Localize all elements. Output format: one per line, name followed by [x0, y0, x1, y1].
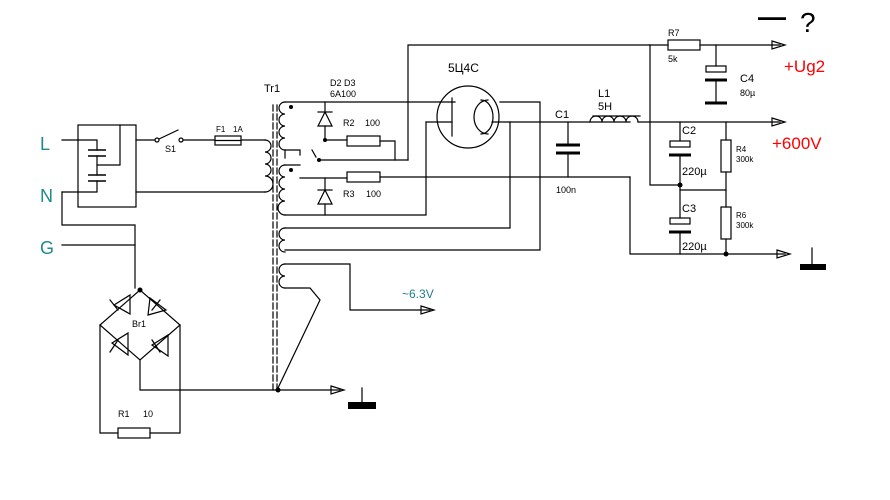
input-wiring: [61, 139, 136, 289]
resistor-r1: R1 10: [99, 324, 181, 439]
choke-l1: L1 5H: [589, 88, 788, 127]
output-labels: — ? +Ug2 +600V: [758, 1, 825, 153]
heater-label: ~6.3V: [402, 287, 434, 301]
c1-value: 100n: [556, 185, 576, 195]
r3-value: 100: [366, 189, 381, 199]
c2-value: 220µ: [682, 166, 707, 178]
hv-rectifier-section: D2 D3 6A100 R2 100 R3 100: [284, 44, 651, 216]
minus-symbol: —: [758, 1, 786, 32]
terminal-g-label: G: [40, 238, 54, 258]
c4-label: C4: [740, 73, 754, 85]
br1-label: Br1: [132, 319, 146, 329]
rectifier-tube: 5Ц4С: [284, 61, 631, 251]
terminal-l-label: L: [40, 134, 50, 154]
transformer-tr1: Tr1: [264, 83, 293, 391]
r7-c4-network: R7 5k C4 80µ: [649, 28, 788, 186]
bridge-rectifier-br1: Br1: [99, 287, 376, 409]
tr1-label: Tr1: [264, 83, 280, 95]
terminal-n-label: N: [40, 186, 53, 206]
r7-value: 5k: [668, 54, 678, 64]
heater-output: ~6.3V: [277, 263, 437, 389]
d2d3-label: D2 D3: [330, 78, 356, 88]
c1-label: C1: [555, 109, 569, 121]
s1-label: S1: [165, 144, 176, 154]
r6-label: R6: [736, 211, 747, 220]
d2d3-type: 6A100: [330, 89, 356, 99]
r4-value: 300k: [736, 155, 754, 164]
c4-value: 80µ: [740, 88, 755, 98]
c3-label: C3: [682, 203, 696, 215]
r2-label: R2: [343, 118, 355, 128]
switch-s1: S1: [154, 129, 216, 154]
r7-label: R7: [668, 28, 680, 38]
question-mark: ?: [800, 7, 816, 38]
c2-label: C2: [682, 125, 696, 137]
l1-value: 5H: [598, 101, 612, 113]
hv-output-label: +600V: [772, 134, 822, 153]
r4-label: R4: [736, 145, 747, 154]
f1-label: F1: [216, 125, 226, 134]
r2-value: 100: [365, 118, 380, 128]
filter-caps-divider: C2 220µ C3 220µ R4 300k R6 300k: [629, 121, 826, 270]
tube-label: 5Ц4С: [448, 61, 479, 75]
capacitor-c1: C1 100n: [555, 109, 580, 195]
f1-rating: 1A: [233, 125, 243, 134]
c3-value: 220µ: [682, 241, 707, 253]
l1-label: L1: [598, 88, 610, 100]
mains-filter: [77, 124, 266, 208]
r3-label: R3: [343, 189, 355, 199]
r1-value: 10: [143, 409, 153, 419]
ug2-label: +Ug2: [784, 57, 825, 76]
r6-value: 300k: [736, 221, 754, 230]
r1-label: R1: [118, 409, 130, 419]
fuse-f1: F1 1A: [214, 125, 266, 146]
